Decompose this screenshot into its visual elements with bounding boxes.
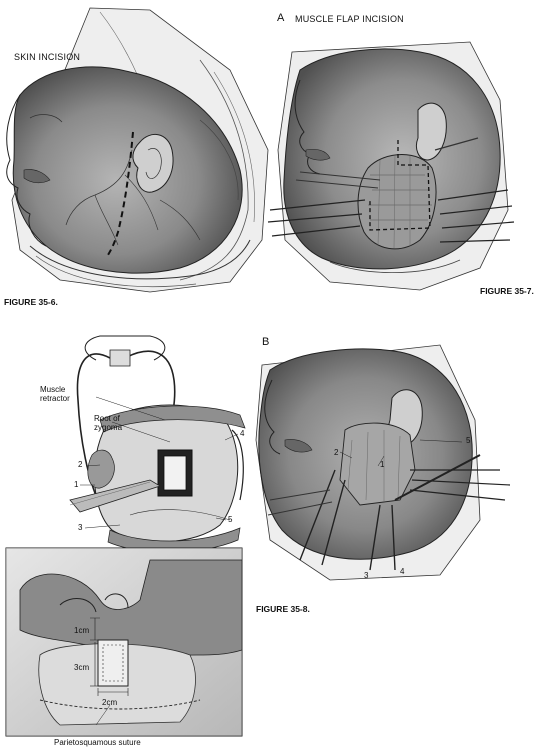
figure-35-7-caption: FIGURE 35-7.	[480, 286, 534, 296]
figure-35-8-caption: FIGURE 35-8.	[256, 604, 310, 614]
fig8a-number-5: 5	[228, 515, 233, 524]
muscle-retractor-label-text: Muscle retractor	[40, 385, 70, 403]
fig8b-number-3: 3	[364, 571, 369, 580]
fig8a-number-1: 1	[74, 480, 79, 489]
dim-2cm-label: 2cm	[102, 698, 118, 707]
fig8a-number-4: 4	[240, 429, 245, 438]
dim-3cm-label: 3cm	[74, 663, 90, 672]
panel-b-letter: B	[262, 336, 270, 348]
muscle-retractor-label: Muscle retractor	[40, 385, 70, 403]
fig8a-number-3: 3	[78, 523, 83, 532]
dim-1cm-label: 1cm	[74, 626, 90, 635]
fig8b-number-5: 5	[466, 436, 471, 445]
skin-incision-header: SKIN INCISION	[14, 52, 81, 62]
panel-a-letter: A	[277, 12, 285, 24]
root-of-zygoma-label: Root of zygoma	[94, 414, 122, 432]
fig8b-number-4: 4	[400, 567, 405, 576]
fig8b-number-2: 2	[334, 448, 339, 457]
figure-35-6-caption: FIGURE 35-6.	[4, 297, 58, 307]
fig8a-number-2: 2	[78, 460, 83, 469]
parietosquamous-suture-label: Parietosquamous suture	[54, 738, 141, 747]
root-of-zygoma-label-text: Root of zygoma	[94, 414, 123, 432]
muscle-flap-incision-header: MUSCLE FLAP INCISION	[295, 14, 404, 24]
fig8b-number-1: 1	[380, 460, 385, 469]
